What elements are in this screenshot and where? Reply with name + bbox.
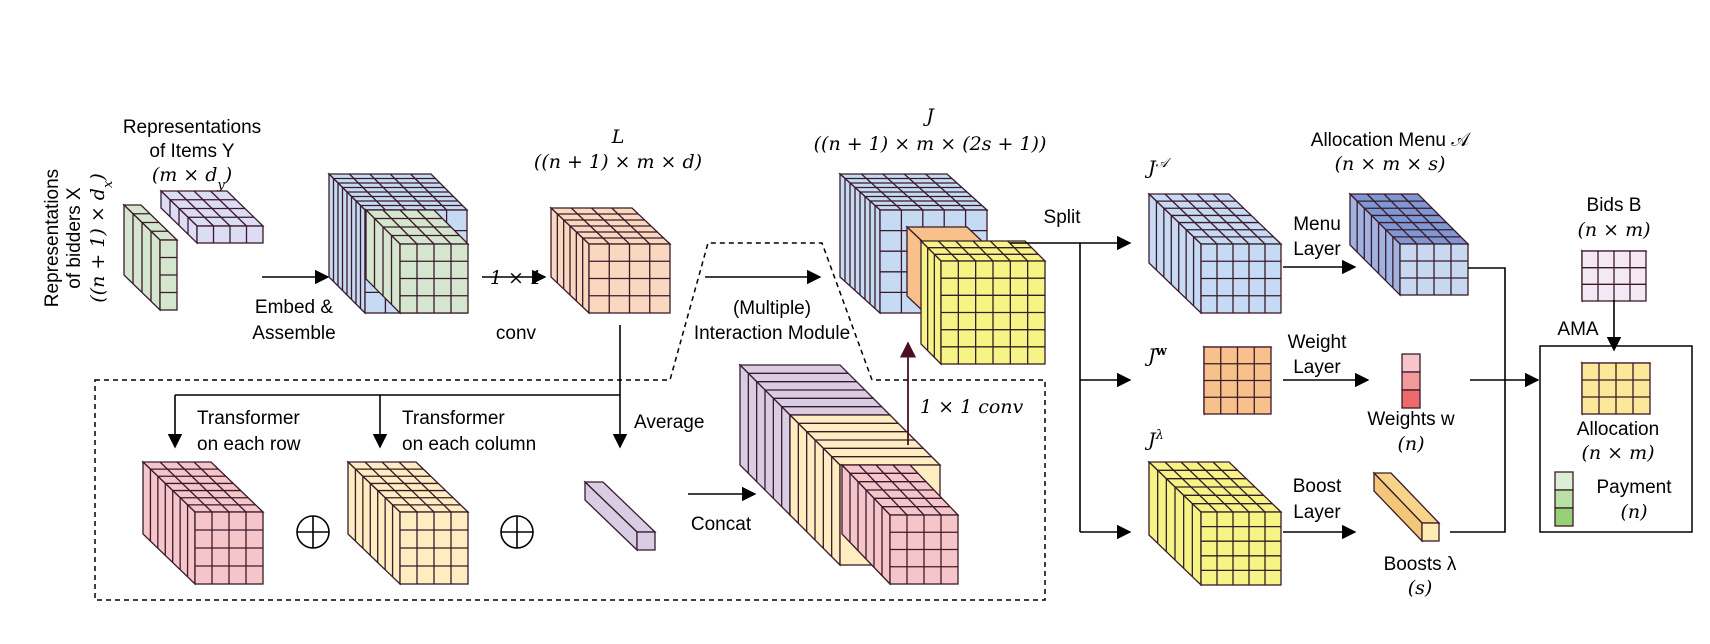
ama-box [1539,345,1693,533]
JA-block [1147,192,1283,315]
Jl-label: Jλ [1144,428,1164,452]
column-transformer-block [346,460,470,586]
boosts-bar [1372,471,1441,543]
L-label: L [611,126,625,148]
L-block [549,206,672,315]
items-y-block [159,189,265,245]
concat-pink-block [840,463,960,586]
J-yellow-block [919,239,1047,366]
payment-label-2: (n) [1620,501,1647,523]
bids-label-2: (n × m) [1577,219,1650,241]
Jl-block [1147,460,1283,587]
rep-items-dim: (m × dy) [152,164,232,193]
allocation-label-2: (n × m) [1581,442,1654,464]
split-label: Split [1044,207,1082,228]
rep-items-line1: Representations [123,117,261,138]
conv-label-2: conv [496,323,537,344]
weights-label-2: (n) [1397,433,1424,455]
bidders-x-block [122,203,179,312]
Jw-block [1202,345,1273,416]
allocation-label-1: Allocation [1577,419,1659,440]
payment-bar [1554,471,1574,527]
J-dim: ((n + 1) × m × (2s + 1)) [814,133,1047,155]
embedded-green-block [364,208,470,315]
conv-label-1: 1 × 1 [490,267,542,289]
JA-label: J𝒜 [1144,156,1172,180]
interaction-label-2: Interaction Module [694,323,850,344]
oplus-2 [500,515,534,549]
weight-layer-1: Weight [1288,332,1348,353]
alloc-menu-1: Allocation Menu 𝒜 [1311,130,1471,151]
row-transformer-block [141,460,265,586]
Jw-label: Jw [1144,344,1168,368]
boost-layer-2: Layer [1293,502,1341,523]
J-label: J [922,105,935,127]
rep-bidders-line1: Representations [42,169,63,307]
alloc-menu-2: (n × m × s) [1335,153,1446,175]
interaction-label-1: (Multiple) [733,298,811,319]
trans-col-1: Transformer [402,408,505,429]
oplus-1 [296,515,330,549]
L-dim: ((n + 1) × m × d) [534,151,702,173]
menu-layer-2: Layer [1293,239,1341,260]
allocation-menu-block [1348,192,1470,297]
trans-col-2: on each column [402,434,536,455]
weights-label-1: Weights w [1367,409,1455,430]
rep-bidders-line2: of bidders X [64,187,85,289]
weights-bar [1401,353,1421,409]
trans-row-2: on each row [197,434,301,455]
interaction-module-boundary [94,242,1046,601]
trans-row-1: Transformer [197,408,300,429]
labels: Representations of Items Y (m × dy) Repr… [42,105,1672,599]
conv-up-label: 1 × 1 conv [920,396,1024,418]
average-bar [583,480,657,552]
average-label: Average [634,412,704,433]
boosts-label-1: Boosts λ [1384,554,1457,575]
menu-layer-1: Menu [1293,214,1341,235]
bids-label-1: Bids B [1587,195,1642,216]
allocation-grid [1580,361,1652,416]
weight-layer-2: Layer [1293,357,1341,378]
rep-bidders-dim: ((n + 1) × dx) [87,173,116,303]
ama-label: AMA [1557,319,1599,340]
bids-grid [1580,249,1648,303]
rep-items-line2: of Items Y [149,141,235,162]
boosts-label-2: (s) [1408,577,1433,599]
embed-label-1: Embed & [255,297,333,318]
embed-label-2: Assemble [252,323,335,344]
concat-label: Concat [691,514,752,535]
arrows [167,235,1622,540]
boost-layer-1: Boost [1293,476,1342,497]
payment-label-1: Payment [1597,477,1673,498]
